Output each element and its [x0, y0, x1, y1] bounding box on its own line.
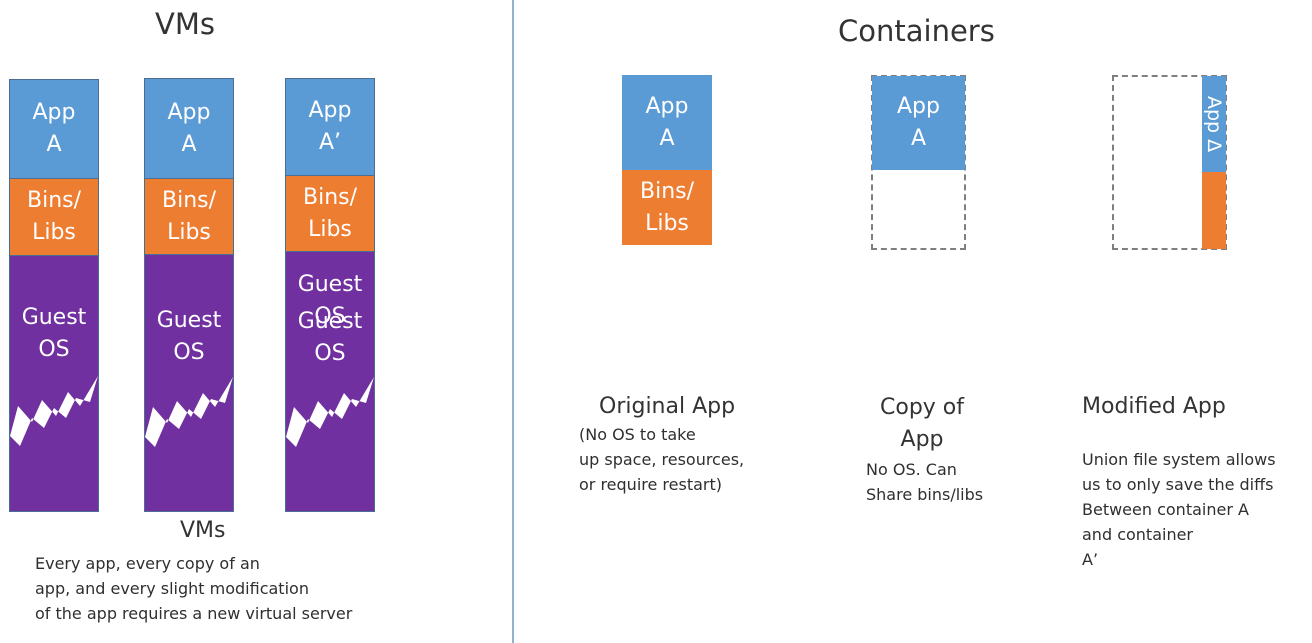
- lightning-icon: [286, 377, 374, 447]
- copy-app-block: App A: [872, 76, 965, 170]
- vm-stack-2: App A Bins/ Libs Guest OS: [144, 78, 234, 512]
- containers-title: Containers: [838, 14, 995, 48]
- vm3-guest-os-label: Guest OS: [297, 309, 363, 366]
- vm1-guest-os-label: Guest OS: [21, 305, 87, 362]
- vm2-app-block: App A: [144, 78, 234, 179]
- vm3-bins-block: Bins/ Libs: [285, 175, 375, 252]
- vm1-app-label: App A: [32, 100, 76, 157]
- vms-note: Every app, every copy of an app, and eve…: [35, 554, 353, 623]
- copy-app-label: App A: [897, 94, 940, 151]
- vm3-guest-os-block: Guest OS Guest OS: [285, 251, 375, 512]
- vm3-app-block: App A’: [285, 78, 375, 176]
- lightning-icon: [10, 376, 98, 446]
- copy-app-note: No OS. Can Share bins/libs: [866, 460, 984, 504]
- modified-container-outline: [1112, 75, 1227, 250]
- original-app-block: App A: [622, 75, 712, 171]
- modified-app-caption: Modified App: [1082, 394, 1226, 419]
- vm-stack-3: App A’ Bins/ Libs Guest OS Guest OS: [285, 78, 375, 512]
- vm1-guest-os-block: Guest OS: [9, 255, 99, 512]
- original-app-caption: Original App: [599, 394, 736, 419]
- vm3-app-label: App A’: [308, 98, 352, 155]
- vms-title: VMs: [155, 7, 215, 41]
- vm3-bins-label: Bins/ Libs: [302, 184, 358, 242]
- vm2-guest-os-block: Guest OS: [144, 254, 234, 512]
- vm-stack-1: App A Bins/ Libs Guest OS: [9, 79, 99, 512]
- vms-caption: VMs: [180, 518, 226, 543]
- vm2-bins-block: Bins/ Libs: [144, 178, 234, 255]
- original-bins-block: Bins/ Libs: [622, 170, 712, 245]
- vm1-bins-block: Bins/ Libs: [9, 178, 99, 256]
- modified-app-delta-block: App Δ: [1202, 76, 1226, 172]
- vm3-guest-os-overlap-label: Guest OS: [297, 272, 363, 329]
- vm2-app-label: App A: [167, 99, 211, 157]
- vm2-guest-os-label: Guest OS: [156, 308, 222, 365]
- modified-bins-delta-block: [1202, 172, 1226, 249]
- vm2-bins-label: Bins/ Libs: [161, 187, 217, 245]
- vm1-app-block: App A: [9, 79, 99, 179]
- modified-app-note: Union file system allows us to only save…: [1082, 450, 1276, 569]
- original-app-note: (No OS to take up space, resources, or r…: [579, 425, 745, 494]
- original-bins-label: Bins/ Libs: [639, 178, 695, 236]
- lightning-icon: [145, 377, 233, 447]
- copy-app-caption: Copy of App: [880, 395, 965, 452]
- vm1-bins-label: Bins/ Libs: [26, 188, 82, 245]
- section-divider: [512, 0, 514, 643]
- original-app-label: App A: [645, 94, 689, 151]
- modified-app-delta-label: App Δ: [1203, 95, 1225, 153]
